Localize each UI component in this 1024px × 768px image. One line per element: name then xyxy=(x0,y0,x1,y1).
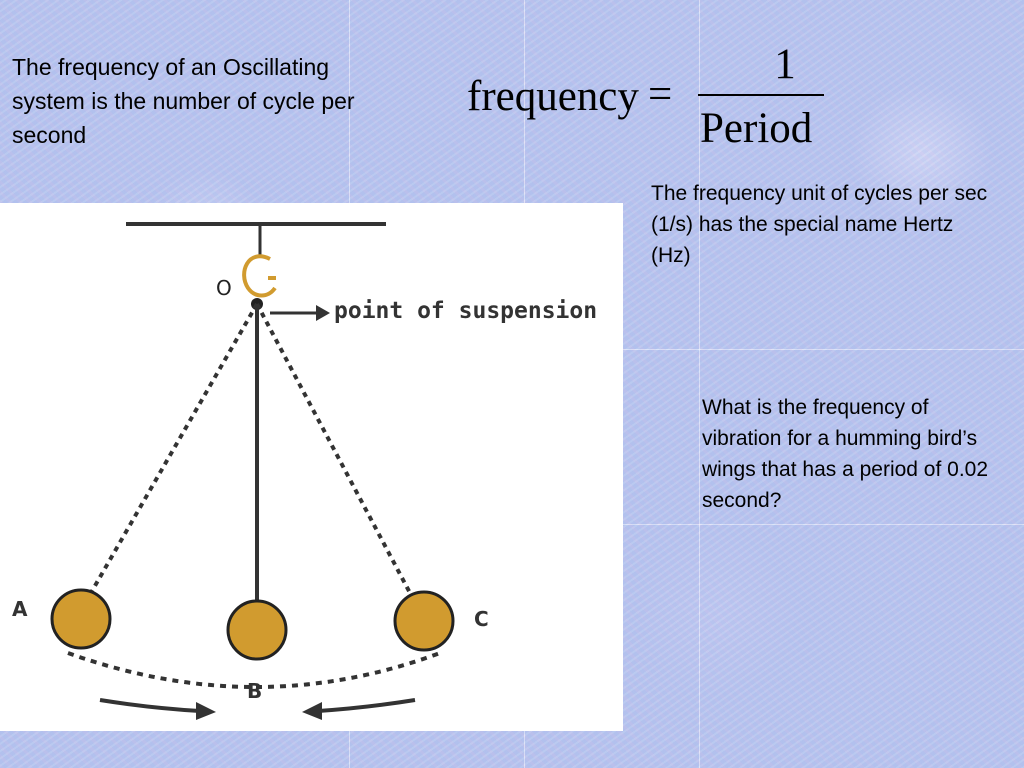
label-c: C xyxy=(474,607,489,631)
intro-text: The frequency of an Oscillating system i… xyxy=(12,54,355,148)
question-text: What is the frequency of vibration for a… xyxy=(702,396,989,512)
pendulum-diagram: O point of suspension A B C xyxy=(0,203,623,731)
pendulum-svg: O point of suspension A B C xyxy=(12,222,597,720)
string-c xyxy=(255,303,412,594)
arrow-right-to-left xyxy=(317,698,416,713)
swing-path xyxy=(67,651,441,689)
label-o: O xyxy=(216,276,232,300)
string-a xyxy=(90,303,259,592)
bob-c xyxy=(393,590,455,652)
label-b: B xyxy=(247,679,262,703)
angle-arc-icon xyxy=(242,254,277,298)
fraction-bar xyxy=(698,94,824,96)
unit-text: The frequency unit of cycles per sec (1/… xyxy=(651,182,988,267)
suspension-arrow-head xyxy=(316,305,330,321)
arrow-left-to-right xyxy=(99,698,201,713)
formula-denominator: Period xyxy=(700,105,813,152)
label-suspension: point of suspension xyxy=(334,298,597,324)
bob-b xyxy=(226,599,288,661)
formula-equals: = xyxy=(648,71,673,118)
arrow-right-head xyxy=(196,702,216,720)
formula-numerator: 1 xyxy=(774,41,796,88)
label-a: A xyxy=(12,597,28,621)
frequency-formula: frequency = 1 Period xyxy=(462,40,842,160)
arrow-left-head xyxy=(302,702,322,720)
bob-a xyxy=(50,588,112,650)
formula-lhs: frequency xyxy=(467,73,639,120)
